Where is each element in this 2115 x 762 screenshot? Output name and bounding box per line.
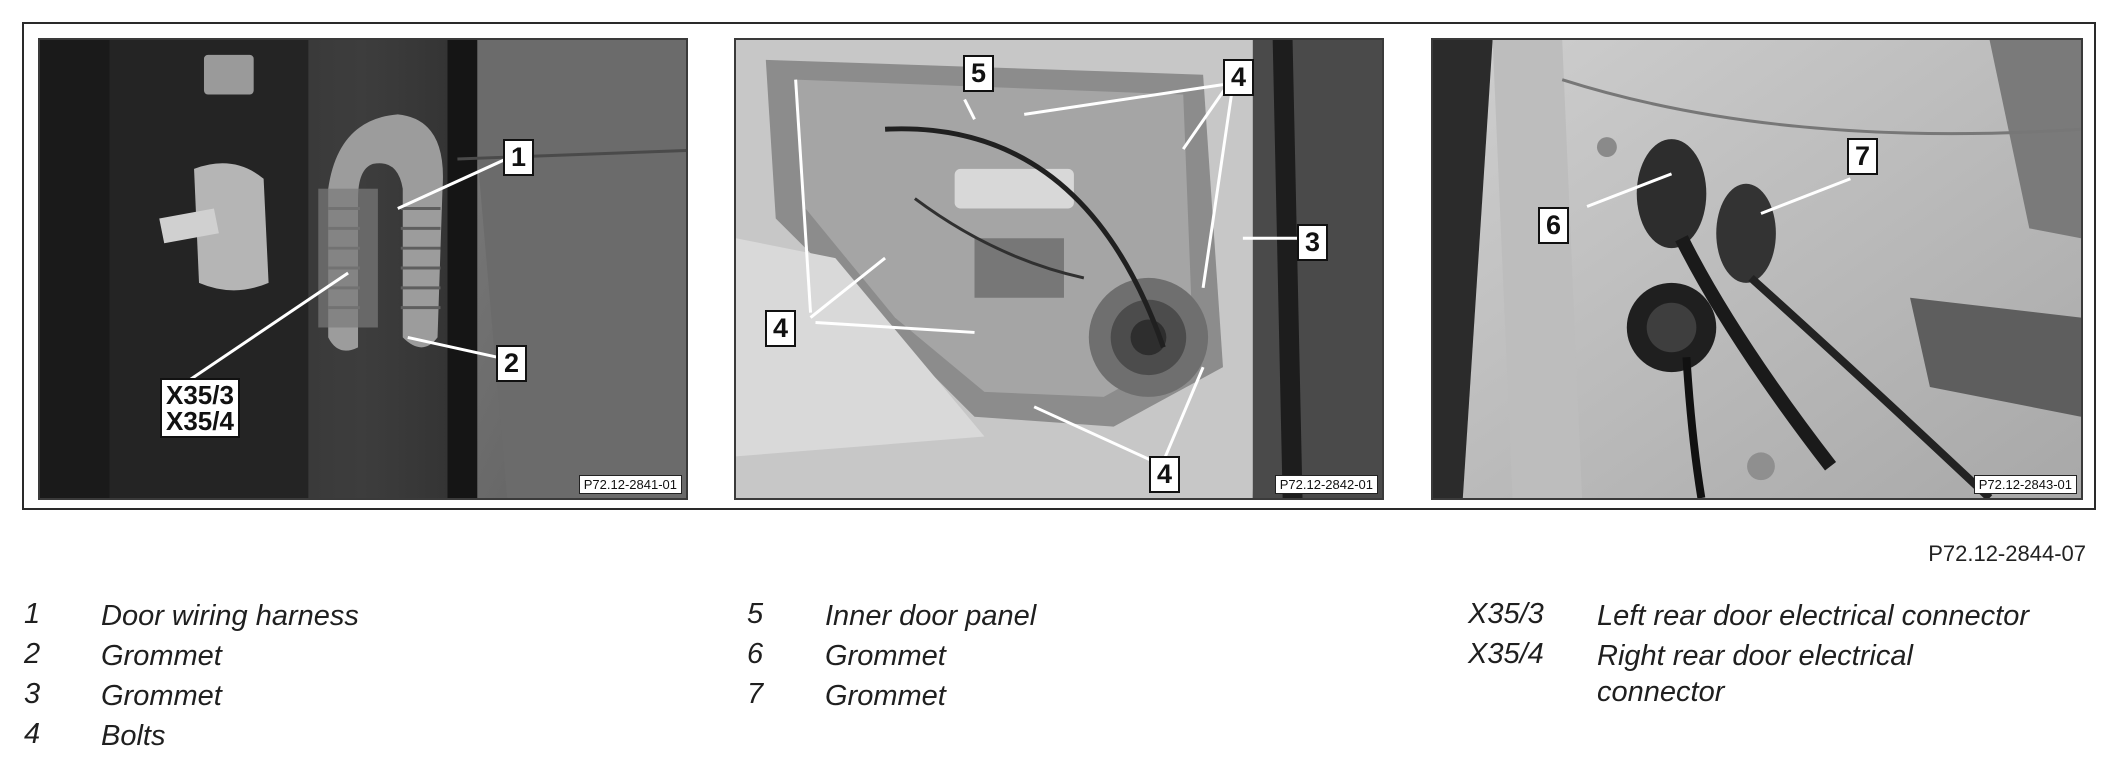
photo-panel-1: 1 2 X35/3 X35/4 P72.12-2841-01 [38,38,688,500]
callout-6: 6 [1538,207,1570,244]
legend-desc: Left rear door electrical connector [1597,600,2029,632]
legend-key: X35/4 [1468,638,1544,670]
photo-panel-2: 5 4 3 4 4 P72.12-2842-01 [734,38,1384,500]
panel-id-3: P72.12-2843-01 [1973,475,2077,494]
legend-key: 1 [24,598,41,630]
photo-panel-3: 7 6 P72.12-2843-01 [1431,38,2083,500]
figure-reference: P72.12-2844-07 [1928,541,2086,566]
legend-key: 4 [24,718,41,750]
callout-3: 3 [1297,224,1329,261]
legend-desc: Bolts [101,720,166,752]
callout-7: 7 [1847,138,1879,175]
panel-id-1: P72.12-2841-01 [578,475,682,494]
callout-x35: X35/3 X35/4 [160,378,240,438]
panel-id-2: P72.12-2842-01 [1274,475,1378,494]
legend-key: X35/3 [1468,598,1544,630]
callout-4-left: 4 [765,310,797,347]
legend-desc: Right rear door electrical connector [1597,640,1913,708]
callout-x35-4: X35/4 [166,406,234,436]
callout-4-bottom: 4 [1149,456,1181,493]
callout-1: 1 [503,139,535,176]
door-shell-photo [1433,40,2081,498]
legend-key: 6 [747,638,764,670]
figure-frame: 1 2 X35/3 X35/4 P72.12-2841-01 [22,22,2096,510]
legend-desc: Grommet [825,640,946,672]
legend-desc: Grommet [101,680,222,712]
legend-desc: Door wiring harness [101,600,359,632]
callout-2: 2 [496,345,528,382]
door-pillar-photo [40,40,686,498]
callout-4-top: 4 [1223,59,1255,96]
callout-x35-3: X35/3 [166,380,234,410]
callout-5: 5 [963,55,995,92]
legend-desc: Grommet [825,680,946,712]
legend-key: 2 [24,638,41,670]
legend-desc: Inner door panel [825,600,1037,632]
legend-key: 5 [747,598,764,630]
inner-door-panel-photo [736,40,1382,498]
legend-desc: Grommet [101,640,222,672]
legend-key: 3 [24,678,41,710]
legend-key: 7 [747,678,764,710]
